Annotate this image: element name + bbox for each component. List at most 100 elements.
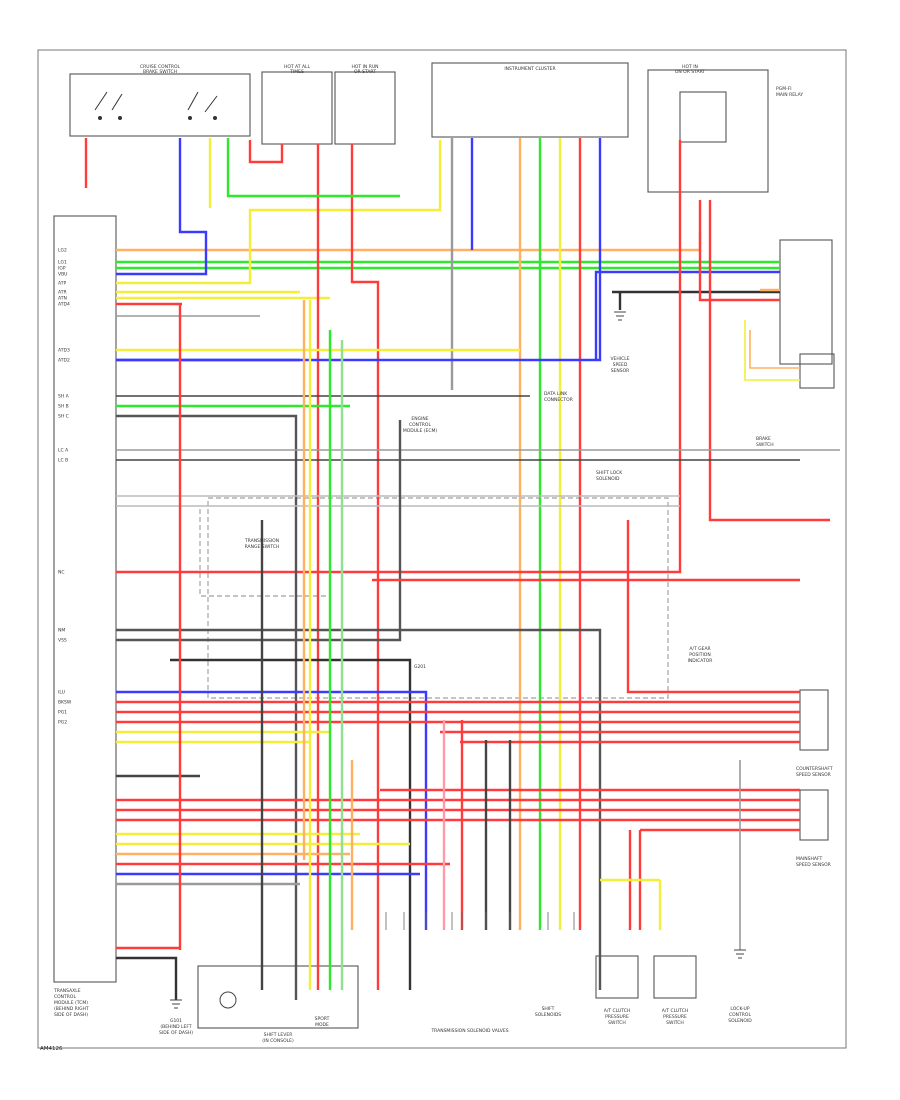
tcm-pin-label: BKSW (58, 700, 72, 706)
page-code: AM4126 (40, 1046, 63, 1052)
svg-text:MAIN RELAY: MAIN RELAY (776, 92, 803, 98)
tcm-connector (53, 215, 117, 983)
svg-text:A/T CLUTCH: A/T CLUTCH (604, 1008, 631, 1014)
svg-text:TRANSMISSION: TRANSMISSION (244, 538, 279, 544)
svg-text:HOT IN: HOT IN (682, 64, 698, 70)
tcm-pin-label: PG2 (58, 720, 67, 726)
label-ecm: ENGINE CONTROL MODULE (ECM) (403, 416, 438, 434)
pressure-switch-a-box (595, 955, 639, 999)
bottom-terminals (385, 912, 575, 930)
svg-text:SPEED SENSOR: SPEED SENSOR (796, 862, 831, 868)
wire-blue-right (594, 270, 780, 360)
tcm-pin-label: ATD2 (58, 358, 70, 364)
label-data-link: DATA LINK CONNECTOR (544, 391, 573, 403)
svg-text:(BEHIND LEFT: (BEHIND LEFT (160, 1024, 192, 1030)
svg-text:DATA LINK: DATA LINK (544, 391, 568, 397)
wire-yellow-right (744, 320, 800, 381)
tcm-pin-label: LG1 (58, 260, 67, 266)
tcm-pin-label: NC (58, 570, 65, 576)
wire-dark-right-1 (612, 290, 780, 310)
label-ignition: HOT IN ON OR START (675, 64, 706, 75)
tcm-pin-label: ATD3 (58, 348, 70, 354)
svg-text:BRAKE SWITCH: BRAKE SWITCH (143, 69, 177, 75)
right-connector-4 (799, 789, 829, 841)
svg-text:A/T CLUTCH: A/T CLUTCH (662, 1008, 689, 1014)
wire-green-top (226, 138, 400, 198)
tcm-pin-label: ILU (58, 690, 65, 696)
tcm-pin-label: ATR (58, 290, 67, 296)
svg-text:BRAKE: BRAKE (756, 436, 771, 442)
svg-text:(BEHIND RIGHT: (BEHIND RIGHT (54, 1006, 89, 1012)
svg-text:PGM-FI: PGM-FI (776, 86, 792, 92)
right-connector-1 (779, 239, 833, 365)
svg-text:A/T GEAR: A/T GEAR (689, 646, 710, 652)
wire-red-right-1 (698, 200, 780, 302)
svg-text:SHIFT LEVER: SHIFT LEVER (264, 1032, 293, 1038)
svg-text:CONNECTOR: CONNECTOR (544, 397, 573, 403)
wire-blue-bundle (116, 690, 428, 930)
label-sport-switch: SPORT MODE (315, 1016, 330, 1028)
svg-text:CRUISE CONTROL: CRUISE CONTROL (140, 64, 180, 70)
svg-text:ON OR START: ON OR START (675, 69, 706, 75)
label-solenoid-valves: TRANSMISSION SOLENOID VALVES (430, 1028, 508, 1034)
svg-text:INDICATOR: INDICATOR (688, 658, 713, 664)
tcm-pin-label: SH B (58, 404, 69, 410)
svg-text:SOLENOID: SOLENOID (596, 476, 620, 482)
tcm-pin-label: IGP (58, 266, 66, 272)
wire-dark-mid-2 (116, 414, 298, 1000)
svg-text:MAINSHAFT: MAINSHAFT (796, 856, 822, 862)
tcm-pin-label: SH C (58, 414, 69, 420)
wire-v-yellow-2 (600, 878, 662, 930)
svg-text:POSITION: POSITION (689, 652, 710, 658)
label-pressure-b: A/T CLUTCH PRESSURE SWITCH (662, 1008, 689, 1026)
svg-text:TRANSAXLE: TRANSAXLE (53, 988, 81, 994)
label-mainshaft: MAINSHAFT SPEED SENSOR (796, 856, 831, 868)
ecm-dashed-box (207, 497, 669, 699)
tcm-pin-label: NM (58, 628, 65, 634)
fuse-box-1 (261, 71, 333, 145)
label-countershaft: COUNTERSHAFT SPEED SENSOR (796, 766, 833, 778)
svg-text:SWITCH: SWITCH (608, 1020, 626, 1026)
label-cruise-brake: CRUISE CONTROL BRAKE SWITCH (140, 64, 180, 75)
svg-text:MODULE (ECM): MODULE (ECM) (403, 428, 438, 434)
svg-text:SOLENOIDS: SOLENOIDS (535, 1012, 561, 1018)
svg-text:SPEED: SPEED (613, 362, 628, 368)
tcm-pin-label: LC A (58, 448, 69, 454)
tcm-pin-label: LC B (58, 458, 68, 464)
wire-dark-lower-3 (170, 658, 412, 990)
svg-text:OR START: OR START (354, 69, 376, 75)
label-fuse-2: HOT IN RUN OR START (351, 64, 378, 75)
svg-text:CONTROL: CONTROL (729, 1012, 751, 1018)
svg-text:MODULE (TCM): MODULE (TCM) (54, 1000, 88, 1006)
wire-blue-1 (116, 138, 208, 276)
wire-orange-1 (116, 232, 702, 252)
label-gear-indicator: A/T GEAR POSITION INDICATOR (688, 646, 713, 664)
svg-text:VEHICLE: VEHICLE (610, 356, 629, 362)
svg-text:SWITCH: SWITCH (666, 1020, 684, 1026)
svg-text:PRESSURE: PRESSURE (663, 1014, 687, 1020)
label-vss: VEHICLE SPEED SENSOR (610, 356, 629, 374)
tcm-pin-label: PG1 (58, 710, 67, 716)
svg-text:SPORT: SPORT (315, 1016, 330, 1022)
svg-text:LOCK-UP: LOCK-UP (730, 1006, 749, 1012)
label-fuse-1: HOT AT ALL TIMES (284, 64, 311, 75)
svg-text:SIDE OF DASH): SIDE OF DASH) (159, 1030, 193, 1036)
wire-red-right-2 (708, 200, 830, 522)
label-pressure-a: A/T CLUTCH PRESSURE SWITCH (604, 1008, 631, 1026)
label-tcm: TRANSAXLE CONTROL MODULE (TCM) (BEHIND R… (53, 988, 89, 1018)
wire-red-right-4 (626, 520, 800, 694)
wire-yellow-1 (116, 140, 442, 285)
svg-text:SWITCH: SWITCH (756, 442, 774, 448)
label-shift-lever: SHIFT LEVER (IN CONSOLE) (262, 1032, 294, 1044)
label-pgm-fi: PGM-FI MAIN RELAY (776, 86, 803, 98)
svg-text:PRESSURE: PRESSURE (605, 1014, 629, 1020)
label-brake-switch: BRAKE SWITCH (756, 436, 774, 448)
wires-group (84, 138, 840, 1000)
svg-text:(IN CONSOLE): (IN CONSOLE) (262, 1038, 294, 1044)
right-connector-2 (799, 353, 835, 389)
wire-red-top-1 (248, 140, 284, 164)
pgm-fi-relay-box (647, 69, 769, 193)
wire-dark-bottom-left (116, 956, 178, 1000)
svg-text:SENSOR: SENSOR (611, 368, 630, 374)
